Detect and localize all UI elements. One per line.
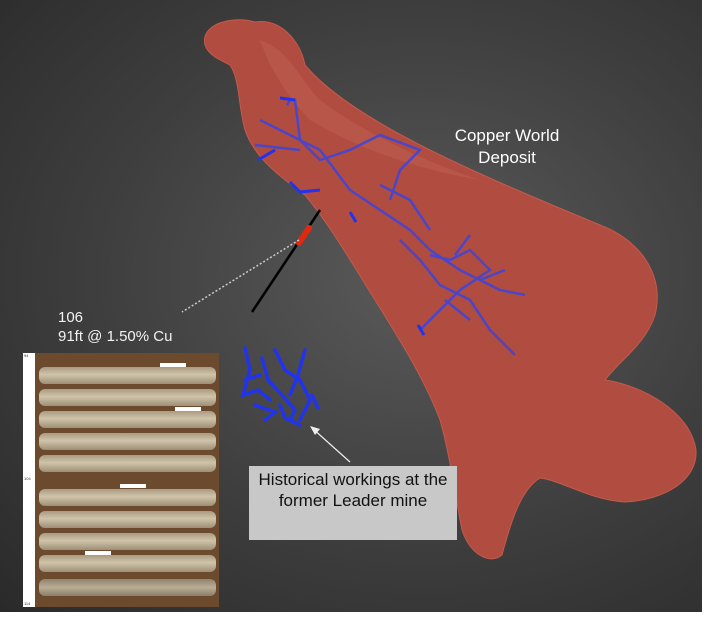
historical-workings-callout: Historical workings at the former Leader… — [249, 466, 457, 540]
deposit-label: Copper World Deposit — [454, 126, 560, 167]
mineralized-interval — [296, 225, 312, 246]
underground-workings-deposit-exposed — [257, 96, 426, 336]
core-callout-line — [181, 239, 300, 313]
historical-workings-leader-mine — [240, 346, 320, 427]
scale-bottom: 114 — [24, 601, 31, 606]
arrow-head-icon — [310, 426, 320, 435]
hole-id: 106 — [58, 309, 84, 326]
orebody-highlight — [260, 40, 480, 180]
drillhole-label: 106 91ft @ 1.50% Cu — [58, 308, 172, 346]
intercept-grade: 91ft @ 1.50% Cu — [58, 328, 173, 345]
historical-callout-arrow — [311, 427, 351, 463]
underground-workings-deposit — [254, 96, 526, 356]
core-box-photo: 94 104 114 — [23, 353, 219, 607]
scale-top: 94 — [24, 353, 29, 358]
scale-middle: 104 — [24, 476, 31, 481]
core-tray — [35, 353, 219, 607]
depth-scale: 94 104 114 — [23, 353, 35, 607]
